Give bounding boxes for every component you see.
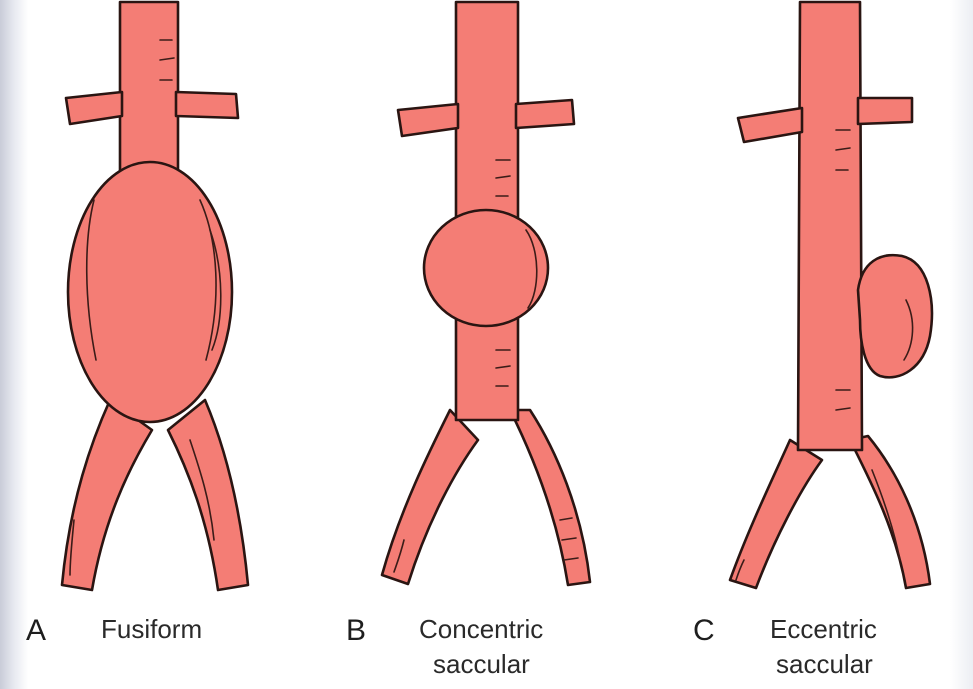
panel-b-letter: B — [346, 614, 366, 647]
concentric-right-side-branch — [516, 100, 574, 128]
eccentric-left-branch — [730, 440, 822, 588]
panel-a-caption-line-1: Fusiform — [101, 614, 202, 644]
fusiform-aneurysm-bulge — [68, 162, 232, 422]
fusiform-right-branch — [168, 400, 248, 590]
fusiform-right-side-branch — [176, 92, 238, 118]
eccentric-right-branch — [850, 436, 930, 588]
eccentric-aneurysm-sac — [858, 255, 932, 377]
panel-c-caption-line-2: saccular — [776, 649, 873, 679]
panel-b-caption-line-1: Concentric — [419, 614, 543, 644]
eccentric-trunk — [798, 2, 862, 450]
panel-a-letter: A — [26, 614, 46, 647]
eccentric-left-side-branch — [738, 108, 802, 142]
eccentric-right-side-branch — [858, 98, 912, 124]
panel-c-caption-line-1: Eccentric — [770, 614, 877, 644]
panel-a-fusiform — [62, 2, 248, 590]
panel-b-caption-line-2: saccular — [433, 649, 530, 679]
concentric-left-branch — [382, 410, 478, 584]
panel-b-concentric-saccular — [382, 2, 590, 585]
fusiform-left-branch — [62, 400, 152, 590]
panel-c-letter: C — [693, 614, 715, 647]
fusiform-left-side-branch — [66, 92, 122, 124]
panel-c-eccentric-saccular — [730, 2, 932, 588]
concentric-left-side-branch — [398, 104, 458, 136]
concentric-aneurysm-sac — [424, 210, 548, 326]
